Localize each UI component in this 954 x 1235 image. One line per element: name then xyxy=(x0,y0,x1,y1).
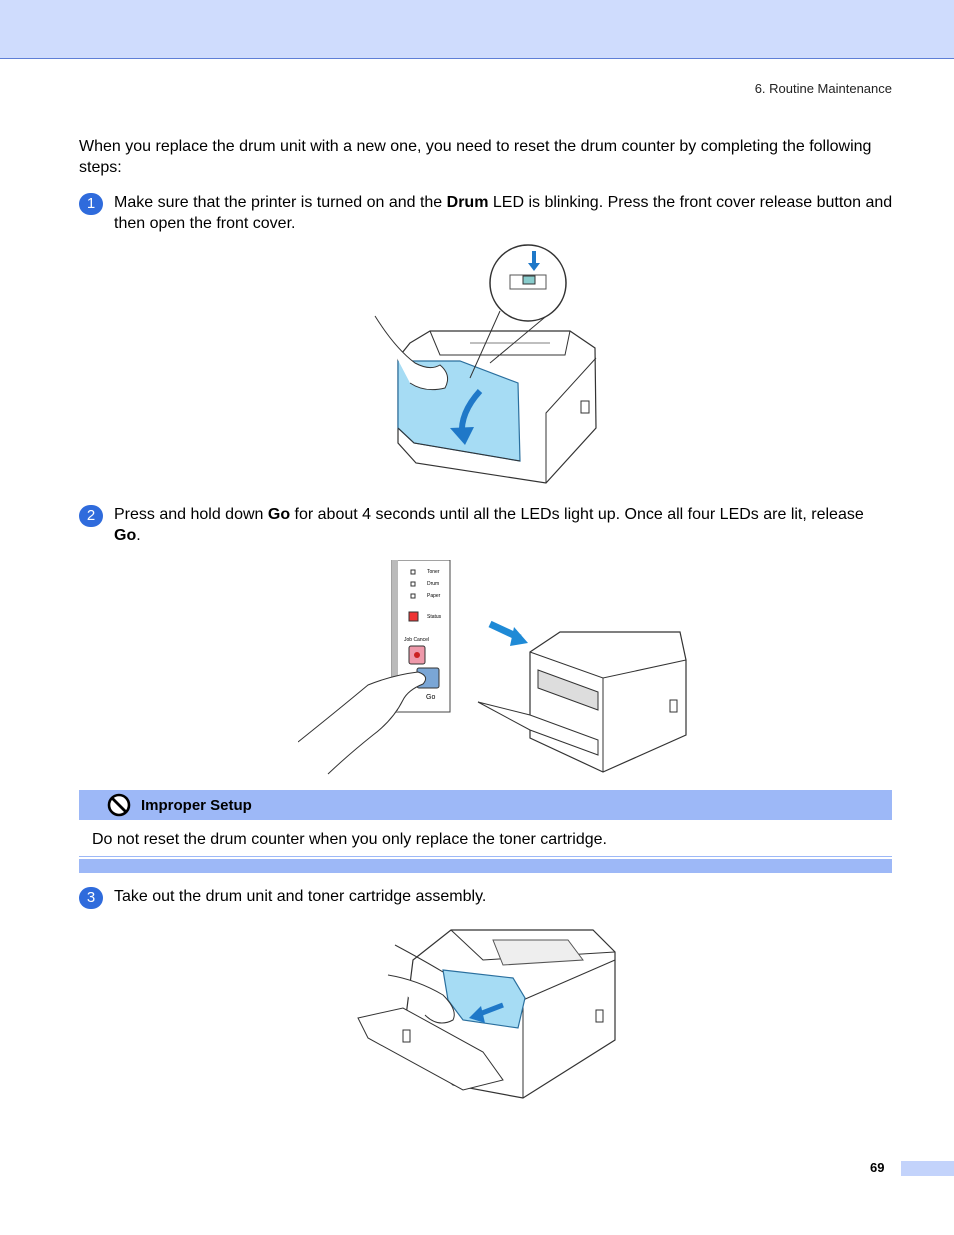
note-header: Improper Setup xyxy=(79,790,892,820)
control-panel-illustration: Toner Drum Paper Status Job Cancel Go xyxy=(298,560,698,778)
step-1-text: Make sure that the printer is turned on … xyxy=(114,194,893,232)
led-label-drum: Drum xyxy=(427,581,440,587)
step-number-2: 2 xyxy=(79,505,103,527)
remove-drum-illustration xyxy=(357,929,616,1099)
note-body: Do not reset the drum counter when you o… xyxy=(92,831,607,848)
page-tab-marker xyxy=(901,1161,954,1176)
intro-paragraph: When you replace the drum unit with a ne… xyxy=(79,138,872,176)
step-2-text: Press and hold down Go for about 4 secon… xyxy=(114,506,864,544)
panel-and-printer-drawing xyxy=(298,560,687,775)
top-header-band xyxy=(0,0,954,59)
step-number-3: 3 xyxy=(79,887,103,909)
running-header: 6. Routine Maintenance xyxy=(754,81,892,96)
led-label-toner: Toner xyxy=(427,569,440,575)
note-title: Improper Setup xyxy=(141,797,252,814)
note-footer-band xyxy=(79,859,892,873)
job-cancel-label: Job Cancel xyxy=(404,637,430,643)
go-button-label: Go xyxy=(426,694,436,701)
prohibited-icon xyxy=(107,793,131,817)
note-divider xyxy=(79,856,892,857)
printer-open-cover-illustration xyxy=(374,244,597,484)
page-number: 69 xyxy=(870,1160,885,1175)
led-label-paper: Paper xyxy=(427,593,441,599)
led-label-status: Status xyxy=(427,614,442,620)
step-3-text: Take out the drum unit and toner cartrid… xyxy=(114,888,487,905)
step-number-1: 1 xyxy=(79,193,103,215)
